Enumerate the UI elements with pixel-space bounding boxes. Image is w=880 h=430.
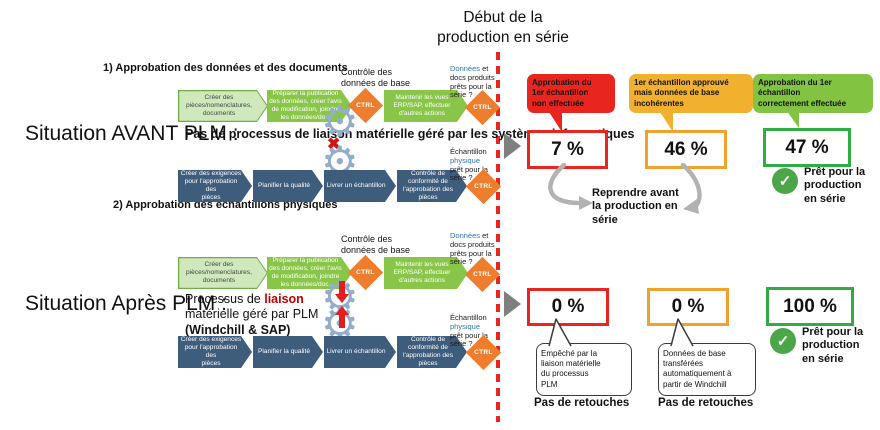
gear-icon: ⚙ (321, 98, 359, 145)
apres-pct-green: 100 % (766, 287, 854, 326)
bubble-tail (786, 110, 799, 128)
avant-flow2-step4: Contrôle de conformité de l'approbation … (397, 170, 467, 202)
avant-sample-ready-label: Échantillon physique prêt pour la série … (450, 146, 488, 183)
apres-data-ready-label: Données et docs produits prêts pour la s… (450, 230, 495, 267)
apres-section-label: Situation Après PLM : (25, 292, 227, 315)
avant-flow2-step2: Planifier la qualité (253, 170, 323, 202)
avant-pct-orange: 46 % (645, 130, 727, 169)
apres-flow2-step4: Contrôle de conformité de l'approbation … (397, 336, 467, 368)
avant-flow1-step3: Maintenir les vues ERP/SAP, effectuer d'… (384, 90, 468, 122)
apres-pct-orange: 0 % (647, 288, 729, 326)
red-up-arrow-icon (335, 306, 349, 328)
check-circle-icon: ✓ (772, 168, 798, 194)
page-title: Début de la production en série (437, 9, 569, 47)
apres-flow2-step2: Planifier la qualité (253, 336, 323, 368)
redo-text: Reprendre avant la production en série (592, 187, 679, 226)
broken-link-cross-icon: ✖ (327, 136, 341, 153)
red-down-arrow-icon (335, 281, 349, 303)
avant-ready-text: Prêt pour la production en série (804, 166, 866, 205)
avant-result-bubble-green: Approbation du 1er échantillon correctem… (753, 74, 873, 114)
redo-curved-arrows-icon (548, 163, 702, 214)
avant-result-bubble-red: Approbation du 1er échantillon non effec… (527, 74, 615, 114)
avant-pct-red: 7 % (527, 130, 608, 169)
apres-pct-red: 0 % (527, 288, 609, 326)
series-start-divider (496, 52, 500, 422)
note-bubble-tail (548, 318, 572, 347)
apres-flow1-step3: Maintenir les vues ERP/SAP, effectuer d'… (384, 257, 468, 289)
apres-flow1-step2: Préparer la publication des données, cré… (267, 257, 352, 289)
avant-data-ready-label: Données et docs produits prêts pour la s… (450, 63, 495, 100)
apres-ctrl-label: Contrôle des données de base (341, 234, 411, 255)
avant-flow2-step3: Livrer un échantillon (324, 170, 396, 202)
apres-sample-ready-label: Échantillon physique prêt pour la série … (450, 312, 488, 349)
bubble-tail (549, 112, 562, 132)
avant-link-text: Pas de processus de liaison matérielle g… (185, 127, 635, 141)
note-bubble-tail (670, 318, 694, 347)
no-rework-label-1: Pas de retouches (534, 397, 630, 409)
avant-flow2-step1: Créer des exigences pour l'approbation d… (178, 170, 252, 202)
apres-flow1-step1: Créer des pièces/nomenclatures, document… (178, 257, 268, 289)
apres-flow2-step3: Livrer un échantillon (324, 336, 396, 368)
apres-note-bubble-2: Données de base transférées automatiquem… (658, 343, 756, 396)
avant-heading-1: 1) Approbation des données et des docume… (103, 62, 348, 74)
apres-link-text: Processus de liaison matérielle géré par… (185, 292, 319, 337)
avant-section-label: Situation AVANT PLM : (25, 122, 239, 145)
apres-ready-text: Prêt pour la production en série (802, 326, 864, 365)
bubble-tail (660, 112, 673, 132)
avant-result-bubble-orange: 1er échantillon approuvé mais données de… (629, 74, 753, 114)
avant-ctrl-label: Contrôle des données de base (341, 67, 411, 88)
avant-flow1-step1: Créer des pièces/nomenclatures, document… (178, 90, 268, 122)
avant-pct-green: 47 % (763, 128, 851, 167)
check-circle-icon: ✓ (770, 328, 796, 354)
gray-arrow-icon (504, 133, 521, 159)
avant-heading-2: 2) Approbation des échantillons physique… (113, 199, 338, 211)
avant-flow1-step2: Préparer la publication des données, cré… (267, 90, 352, 122)
no-rework-label-2: Pas de retouches (658, 397, 754, 409)
apres-note-bubble-1: Empêché par la liaison matérielle du pro… (536, 343, 632, 396)
apres-flow2-step1: Créer des exigences pour l'approbation d… (178, 336, 252, 368)
gray-arrow-icon (504, 291, 521, 317)
